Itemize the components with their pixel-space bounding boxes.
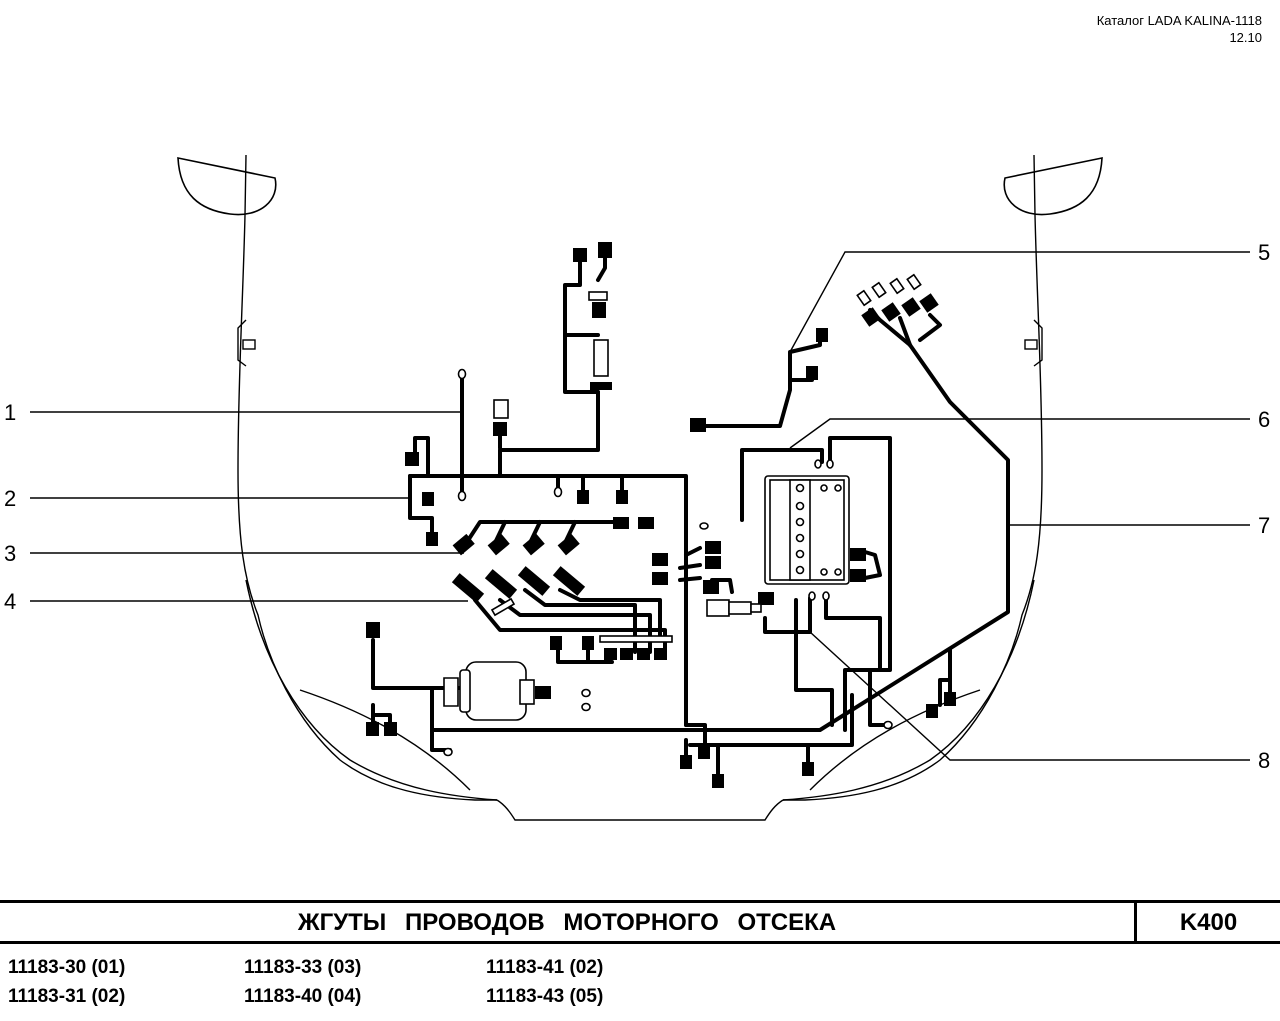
callout-7: 7 [1258,513,1271,538]
callout-3: 3 [4,541,17,566]
part-number: 11183-31 (02) [8,986,126,1007]
wiring-diagram [30,154,1250,821]
part-number: 11183-33 (03) [244,957,362,978]
title-bar: ЖГУТЫ ПРОВОДОВ МОТОРНОГО ОТСЕКА K400 [0,900,1280,944]
vehicle-outline [177,154,1103,821]
section-code: K400 [1179,909,1238,936]
part-number: 11183-43 (05) [486,986,604,1007]
title-divider [1134,903,1137,941]
part-number: 11183-30 (01) [8,957,126,978]
components [443,273,922,757]
part-number: 11183-41 (02) [486,957,604,978]
catalog-header: Каталог LADA KALINA-1118 12.10 [1097,12,1262,46]
callout-leaders [30,251,1250,761]
callout-6: 6 [1258,407,1271,432]
callout-8: 8 [1258,748,1271,773]
part-number: 11183-40 (04) [244,986,362,1007]
callout-1: 1 [4,400,17,425]
catalog-name: Каталог LADA KALINA-1118 [1096,13,1262,28]
catalog-edition: 12.10 [1229,30,1262,45]
callout-4: 4 [4,589,17,614]
page-title: ЖГУТЫ ПРОВОДОВ МОТОРНОГО ОТСЕКА [297,909,837,936]
harness-wires [371,253,1010,778]
callout-2: 2 [4,486,17,511]
callout-5: 5 [1258,240,1271,265]
connectors [366,242,956,788]
